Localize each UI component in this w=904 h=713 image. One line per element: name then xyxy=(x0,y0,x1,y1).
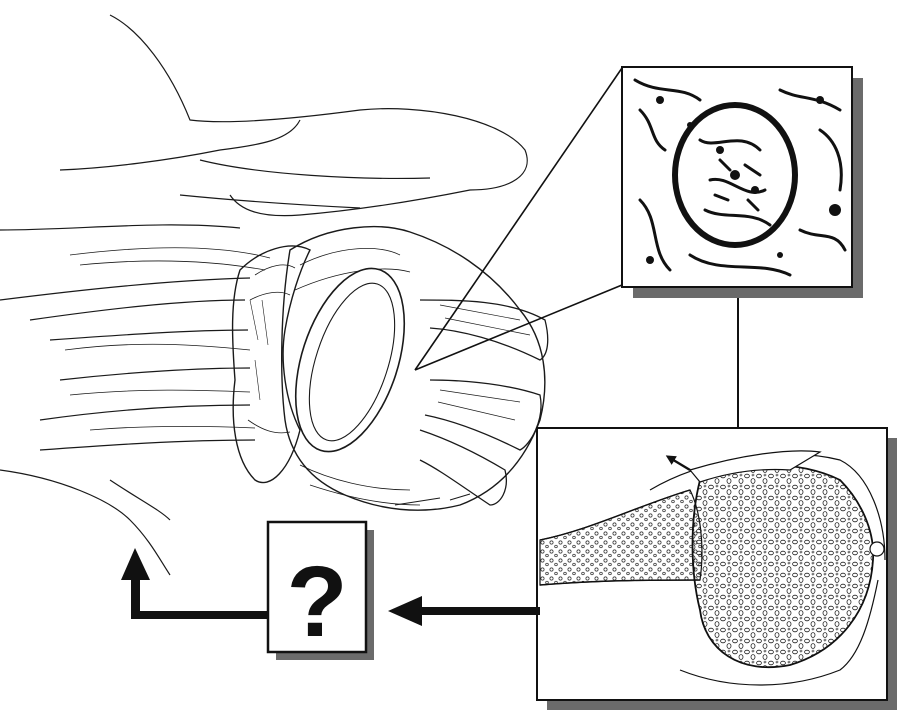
cross-section-to-question-arrow xyxy=(388,596,540,626)
cross-section-inset xyxy=(537,428,897,710)
question-to-shoulder-arrow xyxy=(121,548,269,619)
histology-inset xyxy=(622,67,863,298)
question-box: ? xyxy=(268,522,374,660)
question-mark: ? xyxy=(286,546,347,658)
